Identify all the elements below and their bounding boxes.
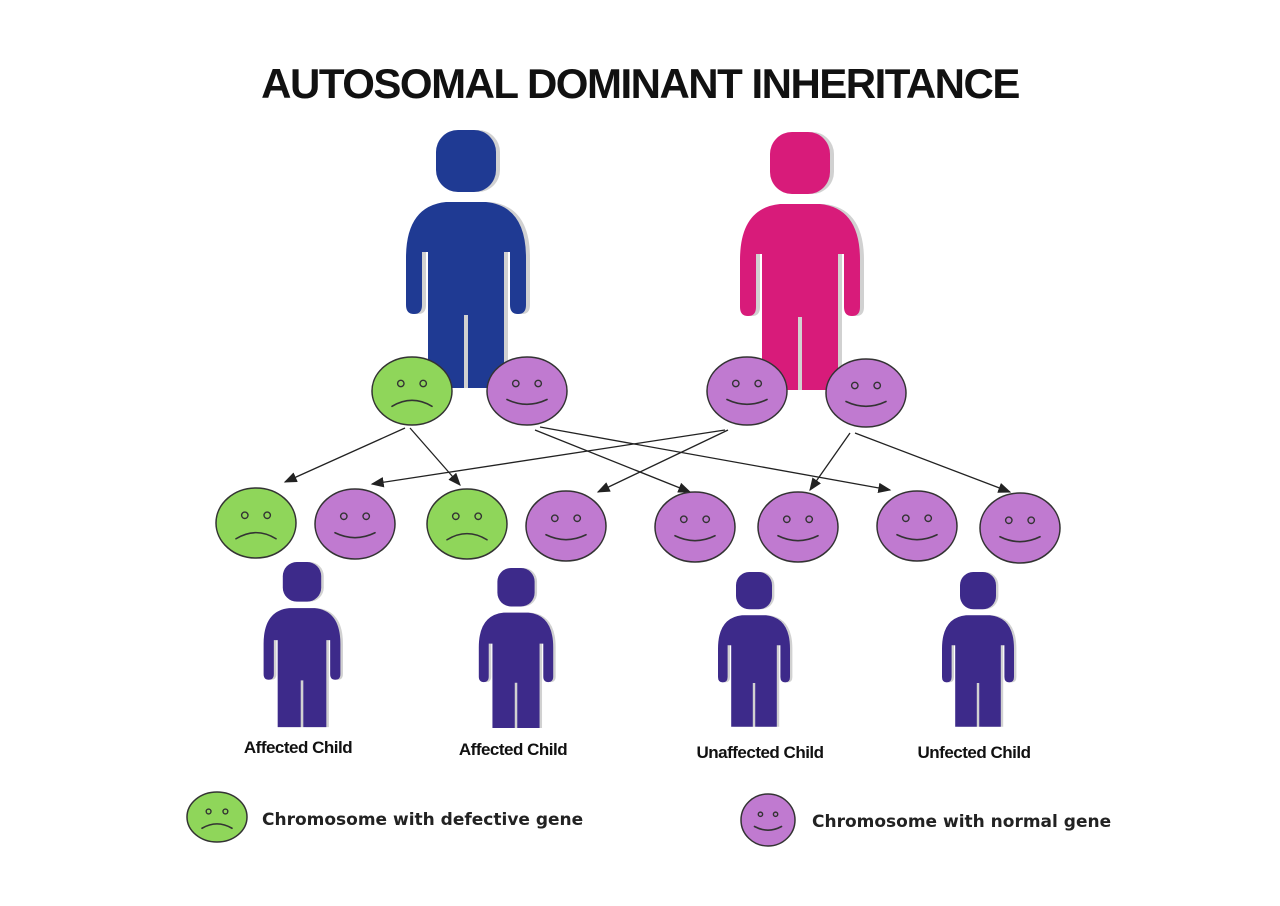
child-normal-smiley-face-icon-6: [757, 491, 839, 563]
diagram-title: AUTOSOMAL DOMINANT INHERITANCE: [261, 60, 1020, 107]
mother-normal-smiley-face-icon-1: [706, 356, 788, 426]
arrow-5: [370, 429, 726, 488]
inheritance-arrows: [283, 426, 1012, 494]
child-normal-smiley-face-icon-8: [979, 492, 1061, 564]
child-normal-smiley-face-icon-2: [314, 488, 396, 560]
child-label-1: Affected Child: [243, 738, 353, 757]
father-defective-sad-face-icon: [371, 356, 453, 426]
child-label-2: Affected Child: [458, 740, 568, 759]
arrow-8: [854, 432, 1012, 493]
legend-defective-label: Chromosome with defective gene: [262, 810, 584, 830]
child-normal-smiley-face-icon-4: [525, 490, 607, 562]
legend-sad-face-icon: [186, 791, 248, 843]
father-person-icon: [406, 130, 530, 388]
child-label-3: Unaffected Child: [696, 743, 824, 762]
child-defective-sad-face-icon-3: [426, 488, 508, 560]
child-defective-sad-face-icon-1: [215, 487, 297, 559]
child-normal-smiley-face-icon-7: [876, 490, 958, 562]
parent-chromosomes: [371, 356, 907, 428]
mother-person-icon: [740, 132, 864, 390]
legend-normal-label: Chromosome with normal gene: [812, 812, 1112, 832]
child-normal-smiley-face-icon-5: [654, 491, 736, 563]
child-3-person-icon: [718, 572, 793, 727]
arrow-7: [809, 432, 851, 492]
father-normal-smiley-face-icon: [486, 356, 568, 426]
children-figures: [263, 562, 1017, 728]
arrow-4: [539, 426, 892, 494]
child-label-4: Unfected Child: [917, 743, 1031, 762]
child-2-person-icon: [478, 568, 556, 728]
legend-icons: [186, 791, 796, 847]
child-1-person-icon: [263, 562, 343, 728]
mother-figure: [740, 132, 864, 390]
child-chromosomes: [215, 487, 1061, 564]
arrow-6: [596, 429, 729, 493]
legend-smiley-face-icon: [740, 793, 796, 847]
arrow-3: [534, 429, 692, 493]
child-4-person-icon: [942, 572, 1017, 727]
mother-normal-smiley-face-icon-2: [825, 358, 907, 428]
arrow-1: [283, 427, 406, 483]
father-figure: [406, 130, 530, 388]
arrow-2: [409, 427, 461, 486]
